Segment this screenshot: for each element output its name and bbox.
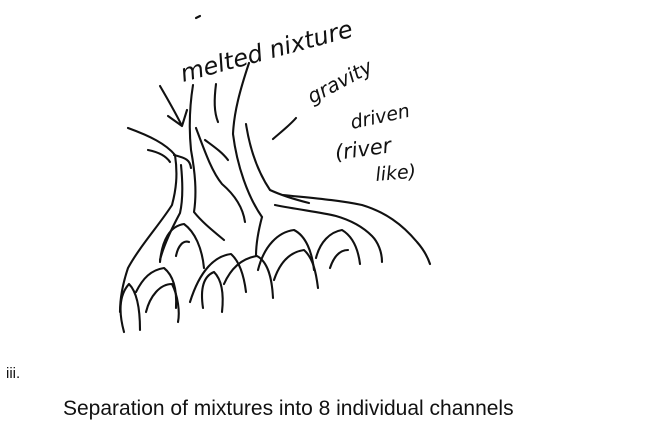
channel-outline (134, 266, 178, 310)
label-leader-line (271, 116, 298, 141)
channel-outline (244, 122, 311, 205)
figure-caption: Separation of mixtures into 8 individual… (63, 397, 514, 420)
channel-outline (158, 163, 184, 262)
channel-outline (118, 126, 178, 314)
channel-outline (281, 193, 432, 266)
channel-outline (231, 61, 264, 219)
channel-outline (158, 222, 206, 270)
label-arrowhead (166, 108, 189, 128)
channel-outline (273, 203, 384, 264)
channel-outline (222, 254, 275, 300)
channel-outline (328, 248, 350, 270)
channel-outline (188, 252, 248, 304)
channel-outline (213, 82, 220, 124)
channel-outline (200, 270, 224, 314)
channel-outline (188, 83, 226, 242)
channel-outline (272, 248, 320, 290)
label-arrow (158, 84, 183, 126)
channel-outline (172, 153, 193, 170)
channel-outline (254, 215, 264, 258)
channel-outline (194, 126, 247, 224)
channel-network (118, 61, 432, 334)
channel-outline (144, 282, 180, 324)
channel-outline (203, 138, 230, 162)
channel-outline (314, 228, 362, 266)
channel-outline (119, 282, 142, 334)
gravity-driven-label-line-3: (river (333, 133, 394, 165)
channel-outline (174, 240, 191, 258)
channel-outline (146, 148, 172, 164)
stray-pen-mark (194, 14, 202, 20)
gravity-driven-label-line-4: like) (375, 161, 417, 186)
gravity-driven-label-line-1: gravity (303, 54, 377, 109)
gravity-driven-label: gravity driven (river like) (303, 54, 417, 186)
list-marker: iii. (6, 365, 21, 382)
gravity-driven-label-line-2: driven (348, 100, 411, 134)
channel-outline (256, 228, 316, 272)
